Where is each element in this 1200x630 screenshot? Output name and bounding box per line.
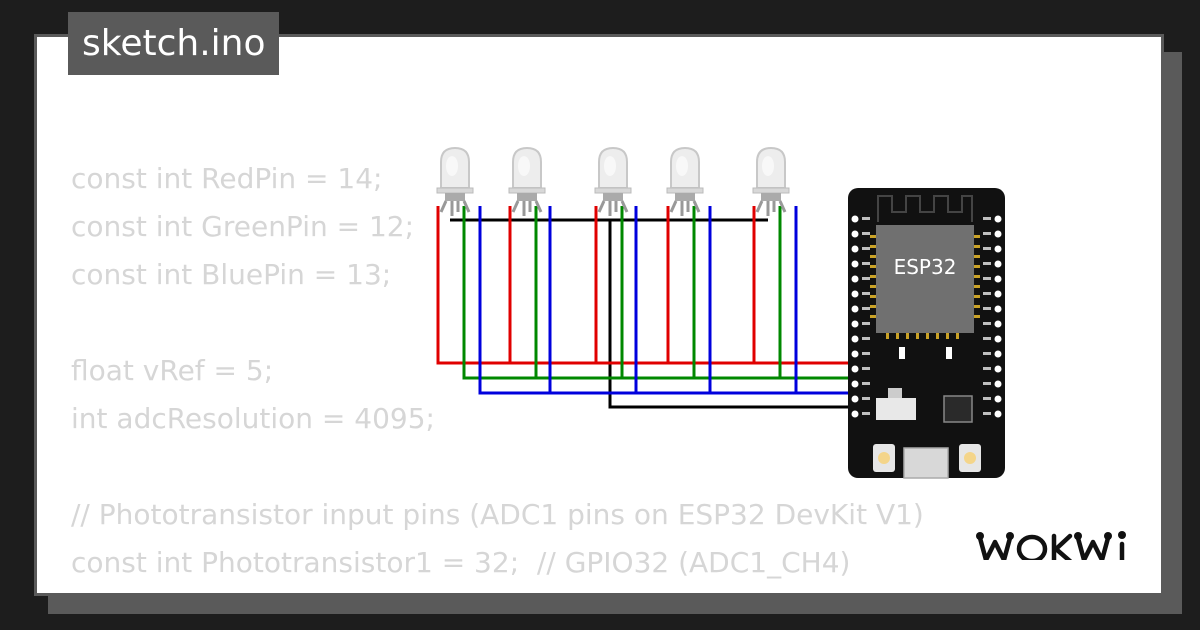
code-line-3: const int BluePin = 13; (71, 258, 392, 291)
wire-red-1 (436, 206, 857, 365)
code-line-2: const int GreenPin = 12; (71, 210, 415, 243)
file-tab[interactable]: sketch.ino (68, 12, 280, 75)
rgb-led-icon[interactable] (751, 146, 791, 218)
board-label: ESP32 (894, 255, 957, 279)
esp32-board-icon[interactable]: ESP32 (848, 188, 1005, 479)
wire-blue-1 (478, 206, 857, 395)
wokwi-logo-icon (942, 490, 1152, 565)
rgb-led-icon[interactable] (593, 146, 633, 218)
code-preview: const int RedPin = 14; const int GreenPin… (71, 155, 924, 593)
wire-green-1 (462, 206, 857, 380)
code-line-5: float vRef = 5; (71, 354, 274, 387)
rgb-led-icon[interactable] (435, 146, 475, 218)
code-line-6: int adcResolution = 4095; (71, 402, 435, 435)
code-line-9: const int Phototransistor1 = 32; // GPIO… (71, 546, 851, 579)
rgb-led-icon[interactable] (507, 146, 547, 218)
rgb-led-icon[interactable] (665, 146, 705, 218)
code-line-8: // Phototransistor input pins (ADC1 pins… (71, 498, 924, 531)
wire-ground (608, 220, 857, 409)
code-line-1: const int RedPin = 14; (71, 162, 383, 195)
